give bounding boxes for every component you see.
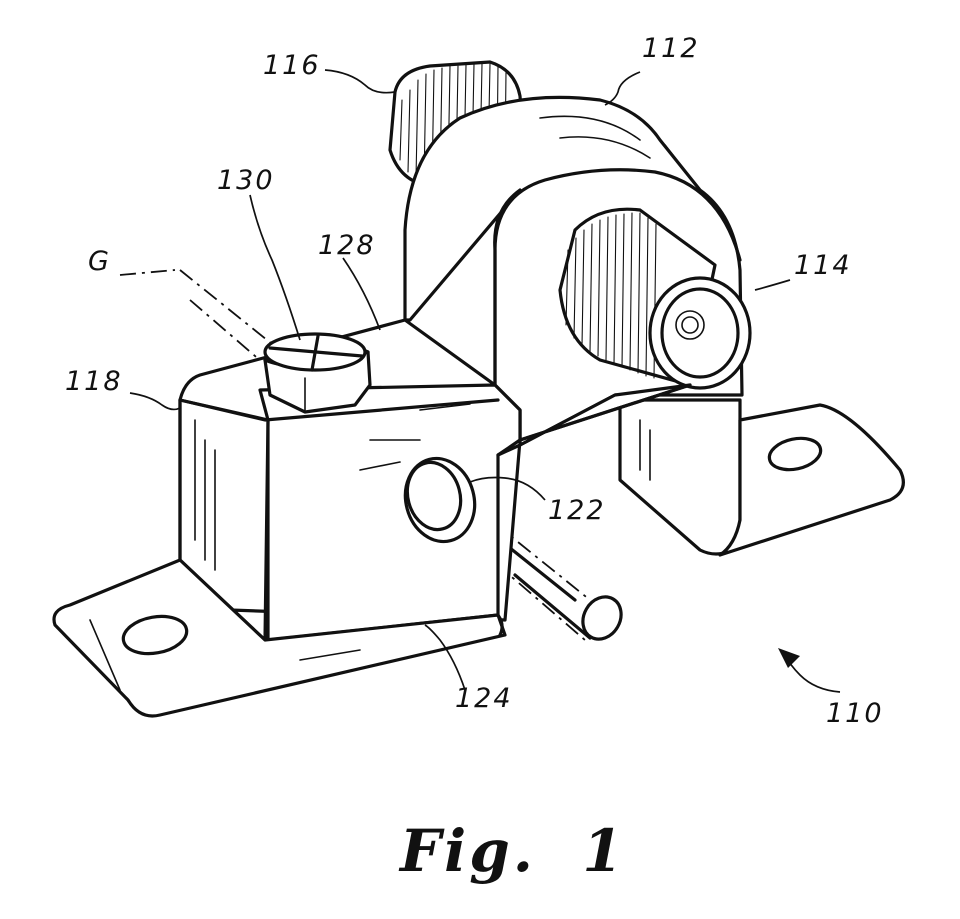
front-connector <box>558 207 752 390</box>
label-114: 114 <box>794 250 852 281</box>
label-g: G <box>88 246 111 277</box>
leader-lines <box>129 69 841 693</box>
label-112: 112 <box>642 33 700 64</box>
label-116: 116 <box>263 50 321 81</box>
left-flange <box>52 558 507 718</box>
label-110: 110 <box>826 698 884 729</box>
right-leg <box>618 398 905 557</box>
label-130: 130 <box>217 165 275 196</box>
label-124: 124 <box>455 683 513 714</box>
label-128: 128 <box>318 230 376 261</box>
label-118: 118 <box>65 366 123 397</box>
hex-bolt <box>263 332 372 414</box>
label-122: 122 <box>548 495 606 526</box>
figure-caption: Fig. 1 <box>400 817 626 885</box>
